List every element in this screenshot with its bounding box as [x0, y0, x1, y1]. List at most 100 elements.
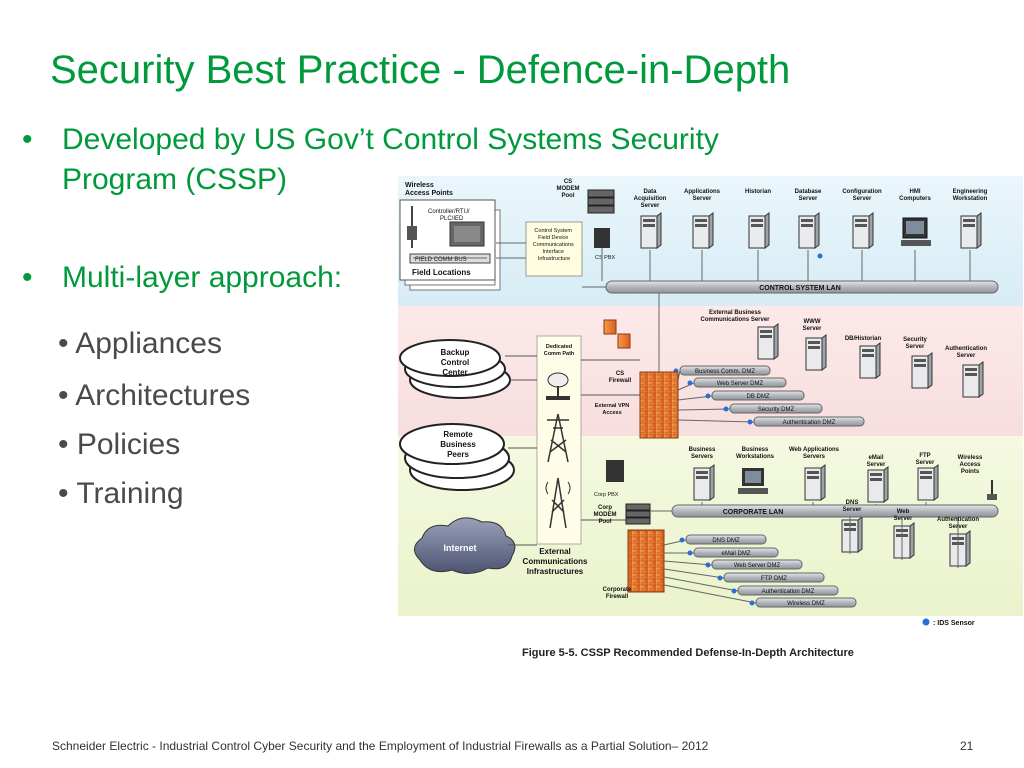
external-comm-column — [536, 335, 582, 545]
sub-bullet-architectures: • Architectures — [58, 378, 250, 414]
server-icon — [748, 212, 770, 249]
cs-pbx-icon — [594, 228, 610, 248]
ids-sensor-legend: : IDS Sensor — [933, 620, 975, 627]
control-server-label: Historian — [745, 189, 771, 195]
dmz-label: DB DMZ — [747, 394, 770, 400]
slide-title: Security Best Practice - Defence-in-Dept… — [50, 48, 791, 92]
server-icon — [911, 352, 933, 389]
dmz-bar: Wireless DMZ — [663, 584, 857, 608]
ids-sensor-icon — [747, 419, 753, 425]
transmission-tower-icon — [547, 413, 569, 463]
dmz-label: Business Comm. DMZ — [695, 369, 755, 375]
corporate-lan-label: CORPORATE LAN — [723, 509, 784, 516]
ids-sensor-icon — [717, 575, 723, 581]
backup-control-center-stack — [399, 339, 511, 399]
dmz-bar: Business Comm. DMZ — [673, 365, 771, 381]
sub-bullet-appliances: • Appliances — [58, 326, 222, 362]
field-comm-bus-label: FIELD COMM BUS — [415, 257, 467, 263]
server-icon — [867, 466, 889, 503]
dmz-label: Web Server DMZ — [717, 381, 764, 387]
server-icon — [917, 464, 939, 501]
page-number: 21 — [960, 739, 974, 753]
server-icon — [852, 212, 874, 249]
field-locations-label: Field Locations — [412, 268, 471, 277]
server-icon — [893, 522, 915, 559]
ids-sensor-icon — [687, 380, 693, 386]
corp-pbx-icon — [606, 460, 624, 482]
ids-sensor-icon — [731, 588, 737, 594]
server-icon — [757, 323, 779, 360]
server-icon — [804, 464, 826, 501]
cs-modem-pool-icon — [587, 189, 615, 214]
server-icon — [859, 342, 881, 379]
figure-caption: Figure 5-5. CSSP Recommended Defense-In-… — [522, 647, 854, 659]
internet-cloud-icon — [414, 517, 516, 574]
ids-sensor-icon — [687, 550, 693, 556]
cs-firewall-icon — [639, 371, 679, 439]
cs-pbx-label: CS PBX — [595, 255, 616, 261]
dmz-label: eMail DMZ — [721, 551, 750, 557]
bullet-text: Multi-layer approach: — [62, 261, 343, 294]
dmz-label: Security DMZ — [758, 407, 795, 413]
field-device-interface-label: Control System Field Device Communicatio… — [533, 228, 576, 262]
dmz-label: DNS DMZ — [712, 538, 740, 544]
external-links — [505, 355, 640, 546]
ids-sensor-icon — [723, 406, 729, 412]
footer-text: Schneider Electric - Industrial Control … — [52, 739, 709, 753]
bullet-text-line1: Developed by US Gov’t Control Systems Se… — [62, 123, 719, 156]
server-icon — [692, 212, 714, 249]
bullet-text-line2: Program (CSSP) — [62, 163, 288, 196]
server-icon — [962, 361, 984, 398]
control-system-lan-label: CONTROL SYSTEM LAN — [759, 285, 841, 292]
corporate-servers — [693, 464, 971, 568]
dmz-servers — [757, 323, 984, 398]
dmz-bar: Security DMZ — [677, 403, 823, 414]
ids-sensor-icon — [922, 618, 930, 626]
field-locations-cards — [399, 199, 501, 291]
dmz-label: Wireless DMZ — [787, 601, 825, 607]
sub-bullet-text: Training — [76, 477, 184, 510]
ext-router-icons — [603, 319, 631, 349]
sub-bullet-policies: • Policies — [58, 427, 180, 463]
cs-dmz-bars: Business Comm. DMZ Web Server DMZ DB DMZ Se… — [673, 365, 865, 427]
bullet-marker: • — [22, 261, 33, 294]
corp-modem-pool-icon — [625, 503, 651, 525]
hmi-computer-icon — [901, 217, 931, 246]
internet-label: Internet — [443, 543, 476, 553]
ids-sensor-icon — [705, 562, 711, 568]
dmz-bar: Web Server DMZ — [677, 377, 787, 391]
field-device-interface-box — [525, 221, 583, 277]
sub-bullet-text: Architectures — [75, 379, 251, 412]
satellite-dish-icon — [546, 372, 570, 400]
wireless-ap-antenna-icon — [987, 480, 997, 500]
ids-sensor-icon — [749, 600, 755, 606]
dmz-bar: DB DMZ — [677, 390, 805, 401]
bullet-marker: • — [58, 477, 69, 510]
bullet-marker: • — [58, 379, 69, 412]
controller-label: Controller/RTU/PLC/IED — [428, 209, 470, 222]
sub-bullet-training: • Training — [58, 476, 184, 512]
